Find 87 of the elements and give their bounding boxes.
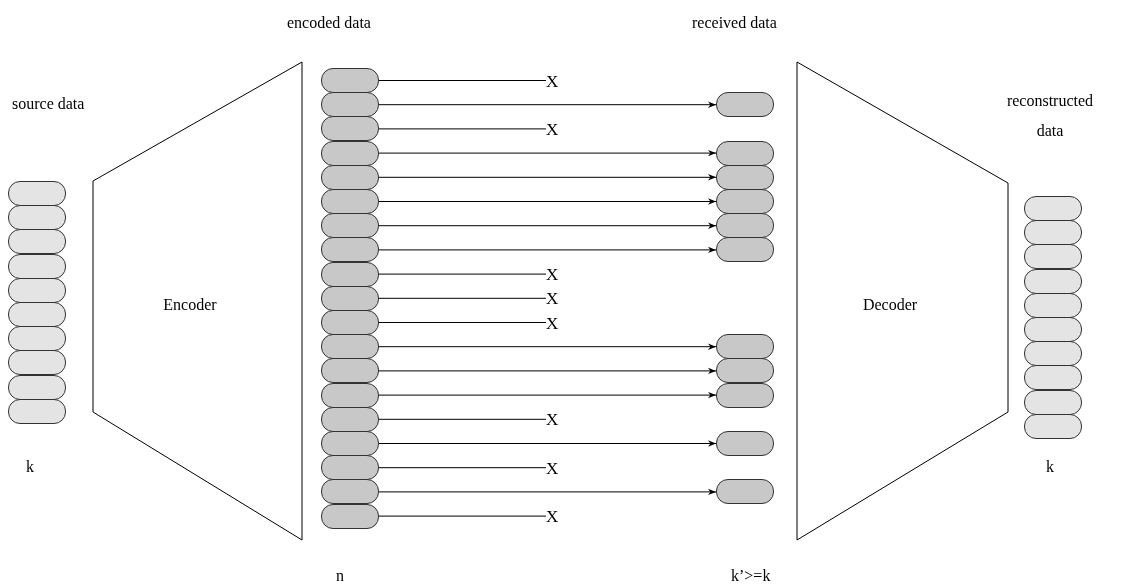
arrow	[378, 488, 717, 496]
loss-mark: X	[546, 459, 559, 477]
arrow	[378, 391, 717, 399]
packet-pill	[321, 310, 379, 335]
packet-pill	[716, 431, 774, 456]
packet-pill	[1024, 389, 1082, 415]
packet-pill	[321, 68, 379, 93]
packet-pill	[8, 350, 66, 376]
packet-pill	[321, 140, 379, 166]
block-label: Encoder	[163, 296, 217, 314]
packet-pill	[8, 398, 66, 424]
packet-pill	[321, 406, 379, 432]
arrow	[378, 440, 717, 447]
line	[378, 418, 547, 420]
column-caption: k	[26, 458, 34, 476]
line	[378, 515, 547, 517]
packet-pill	[716, 237, 774, 263]
packet-pill	[716, 213, 774, 239]
loss-mark: X	[546, 120, 559, 138]
packet-pill	[716, 334, 774, 360]
column-caption: k’>=k	[731, 567, 771, 585]
packet-pill	[716, 164, 774, 190]
packet-pill	[716, 479, 774, 505]
column-caption: reconstructed data	[1005, 91, 1095, 141]
arrow	[378, 367, 717, 375]
column-caption: k	[1046, 458, 1054, 476]
packet-pill	[8, 374, 66, 400]
packet-pill	[1024, 268, 1082, 294]
packet-pill	[1024, 244, 1082, 270]
packet-pill	[8, 302, 66, 327]
packet-pill	[321, 92, 379, 118]
packet-pill	[8, 326, 66, 352]
loss-mark: X	[546, 266, 559, 284]
packet-pill	[1024, 196, 1082, 221]
loss-mark: X	[546, 508, 559, 526]
loss-mark: X	[546, 314, 559, 332]
packet-pill	[1024, 413, 1082, 439]
column-caption: n	[336, 567, 344, 585]
line	[378, 467, 547, 469]
packet-pill	[321, 189, 379, 214]
packet-pill	[321, 213, 379, 239]
column-caption: encoded data	[287, 14, 371, 32]
packet-pill	[321, 237, 379, 263]
arrow	[378, 246, 717, 254]
loss-mark: X	[546, 290, 559, 308]
packet-pill	[8, 277, 66, 303]
line	[378, 273, 547, 275]
packet-pill	[8, 205, 66, 231]
packet-pill	[321, 382, 379, 408]
packet-pill	[321, 479, 379, 505]
packet-pill	[716, 189, 774, 214]
packet-pill	[8, 253, 66, 279]
packet-pill	[716, 358, 774, 384]
column-caption: received data	[692, 14, 777, 32]
packet-pill	[321, 164, 379, 190]
arrow	[378, 174, 717, 181]
packet-pill	[321, 285, 379, 311]
block-label: Decoder	[862, 296, 918, 314]
packet-pill	[321, 261, 379, 287]
packet-pill	[716, 140, 774, 166]
packet-pill	[321, 334, 379, 360]
arrow	[378, 222, 717, 229]
line	[378, 322, 547, 323]
packet-pill	[1024, 365, 1082, 391]
arrow	[378, 101, 717, 108]
arrow	[378, 198, 717, 205]
packet-pill	[321, 455, 379, 481]
column-caption: source data	[12, 95, 85, 113]
packet-pill	[1024, 292, 1082, 318]
line	[378, 80, 547, 81]
packet-pill	[8, 181, 66, 206]
packet-pill	[1024, 317, 1082, 342]
packet-pill	[716, 382, 774, 408]
loss-mark: X	[546, 411, 559, 429]
packet-pill	[321, 116, 379, 142]
line	[378, 297, 547, 299]
packet-pill	[321, 358, 379, 384]
loss-mark: X	[546, 72, 559, 90]
arrow	[378, 343, 717, 350]
packet-pill	[1024, 220, 1082, 246]
packet-pill	[321, 503, 379, 529]
arrow	[378, 149, 717, 157]
line	[378, 128, 547, 130]
packet-pill	[716, 92, 774, 118]
packet-pill	[1024, 341, 1082, 367]
packet-pill	[8, 229, 66, 255]
packet-pill	[321, 431, 379, 456]
